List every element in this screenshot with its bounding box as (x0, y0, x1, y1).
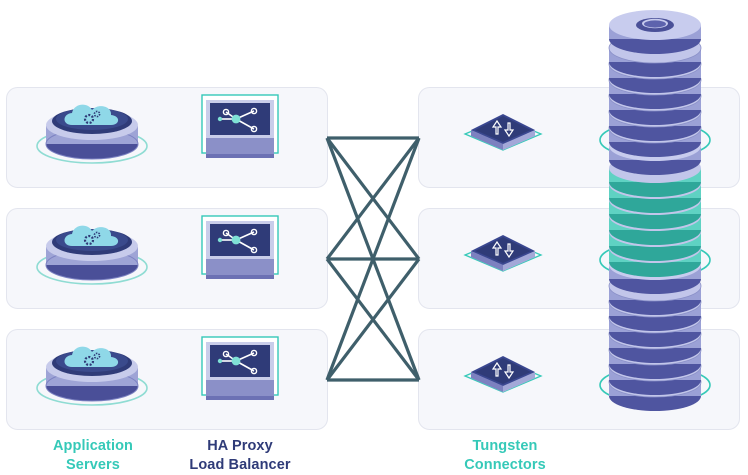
caption-ha-proxy: HA Proxy Load Balancer (175, 437, 305, 475)
database-stack-icon (608, 10, 702, 412)
caption-application-servers: Application Servers (28, 437, 158, 475)
caption-line: Tungsten (472, 438, 538, 454)
load-balancer-icon (201, 94, 279, 159)
caption-line: Load Balancer (189, 457, 291, 473)
connection-lines (325, 136, 421, 382)
load-balancer-icon (201, 215, 279, 280)
caption-line: Connectors (464, 457, 546, 473)
caption-line: Application (52, 438, 134, 454)
caption-line: HA Proxy (207, 438, 273, 454)
caption-line: Servers (66, 457, 120, 473)
load-balancer-icon (201, 336, 279, 401)
caption-tungsten-connectors: Tungsten Connectors (440, 437, 570, 475)
